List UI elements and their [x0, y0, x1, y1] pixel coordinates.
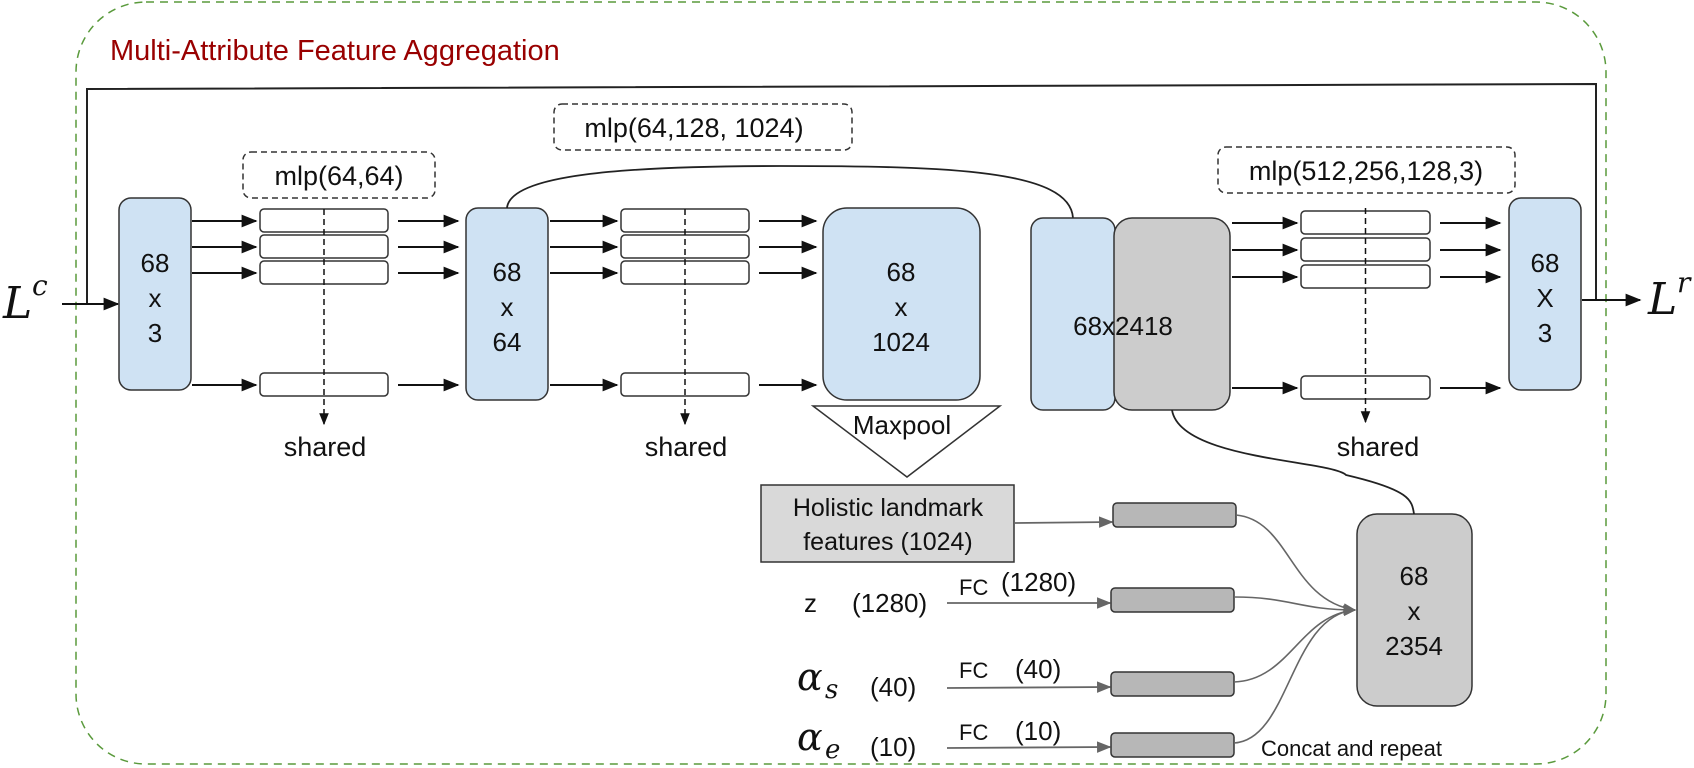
svg-text:Holistic landmark: Holistic landmark — [793, 494, 984, 522]
maxpool: Maxpool — [810, 405, 1003, 478]
svg-text:FC: FC — [959, 658, 988, 683]
fc-block-z — [1110, 587, 1235, 613]
svg-text:x: x — [1408, 596, 1421, 626]
svg-text:68: 68 — [141, 248, 170, 278]
svg-text:c: c — [32, 269, 48, 302]
module-border — [75, 1, 1607, 765]
shared-label-1: shared — [284, 432, 367, 462]
svg-text:68: 68 — [493, 257, 522, 287]
attr-row-z: z (1280) FC (1280) — [804, 567, 1235, 618]
fc-rows: z (1280) FC (1280) α s (40) FC (40) α e … — [797, 502, 1442, 765]
svg-text:68: 68 — [1531, 248, 1560, 278]
svg-text:(1280): (1280) — [1001, 567, 1076, 597]
svg-text:e: e — [825, 735, 840, 765]
svg-text:mlp(64,64): mlp(64,64) — [274, 161, 403, 191]
output-block: 68 X 3 — [1508, 197, 1582, 391]
feat1024-block: 68 x 1024 — [822, 207, 981, 401]
svg-text:X: X — [1536, 283, 1553, 313]
svg-text:(10): (10) — [1015, 716, 1061, 746]
svg-text:(40): (40) — [1015, 654, 1061, 684]
svg-text:x: x — [895, 292, 908, 322]
svg-text:features (1024): features (1024) — [803, 528, 973, 556]
repeat-block: 68 x 2354 — [1356, 513, 1473, 707]
attr-row-alpha-s: α s (40) FC (40) — [797, 654, 1235, 705]
svg-text:Maxpool: Maxpool — [853, 410, 951, 440]
skip-connection — [86, 82, 1597, 304]
svg-text:x: x — [149, 283, 162, 313]
module-title: Multi-Attribute Feature Aggregation — [110, 35, 560, 67]
input-label: L c — [2, 269, 48, 329]
mlp1-layers — [192, 208, 460, 426]
svg-text:x: x — [501, 292, 514, 322]
repeat-to-concat-connection — [1171, 409, 1415, 515]
shared-label-2: shared — [645, 432, 728, 462]
svg-text:68: 68 — [1400, 561, 1429, 591]
svg-text:3: 3 — [1538, 318, 1552, 348]
svg-text:68x2418: 68x2418 — [1073, 311, 1173, 341]
output-label: L r — [1647, 266, 1692, 325]
fc-block-alpha-e — [1110, 732, 1235, 758]
mlp3-label-box: mlp(512,256,128,3) — [1217, 146, 1516, 194]
fc-block-alpha-s — [1110, 671, 1235, 697]
feat64-block: 68 x 64 — [465, 207, 549, 401]
local-feature-connection — [506, 165, 1074, 219]
input-block: 68 x 3 — [118, 197, 192, 391]
mlp3-layers — [1232, 208, 1502, 424]
svg-text:s: s — [825, 675, 838, 705]
concat-block: 68x2418 — [1030, 217, 1231, 411]
svg-text:r: r — [1677, 266, 1692, 299]
attr-row-alpha-e: α e (10) FC (10) — [797, 715, 1235, 765]
svg-text:L: L — [1647, 274, 1677, 325]
concat-curves — [1233, 514, 1357, 744]
concat-repeat-label: Concat and repeat — [1261, 736, 1442, 761]
mlp2-label-box: mlp(64,128, 1024) — [553, 103, 853, 151]
svg-text:α: α — [797, 715, 823, 759]
svg-text:FC: FC — [959, 575, 988, 600]
mlp1-label-box: mlp(64,64) — [242, 151, 436, 199]
holistic-features-block: Holistic landmark features (1024) — [760, 484, 1015, 563]
fc-block-holistic — [1112, 502, 1237, 528]
svg-text:mlp(64,128, 1024): mlp(64,128, 1024) — [584, 113, 803, 143]
svg-text:FC: FC — [959, 720, 988, 745]
shared-label-3: shared — [1337, 432, 1420, 462]
svg-text:(10): (10) — [870, 732, 916, 762]
svg-text:64: 64 — [493, 327, 522, 357]
mlp2-layers — [550, 208, 818, 426]
svg-text:2354: 2354 — [1385, 631, 1443, 661]
svg-text:1024: 1024 — [872, 327, 930, 357]
svg-text:α: α — [797, 655, 823, 699]
svg-text:L: L — [2, 278, 32, 329]
svg-text:z: z — [804, 588, 817, 618]
svg-text:3: 3 — [148, 318, 162, 348]
svg-text:68: 68 — [887, 257, 916, 287]
svg-text:(40): (40) — [870, 672, 916, 702]
svg-text:mlp(512,256,128,3): mlp(512,256,128,3) — [1249, 156, 1483, 186]
svg-text:(1280): (1280) — [852, 588, 927, 618]
